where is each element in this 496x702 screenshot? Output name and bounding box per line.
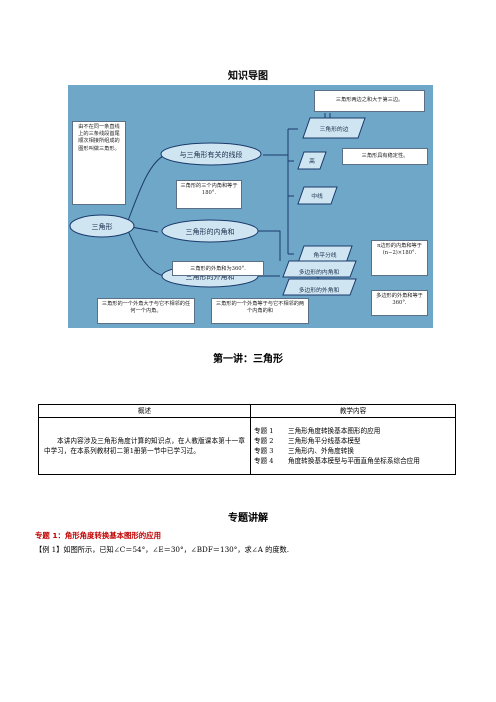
overview-table: 概述 教学内容 本讲内容涉及三角形角度计算的知识点，在人教版课本第十一章中学习，…: [38, 404, 456, 475]
branch-relations-label: 与三角形有关的线段: [180, 150, 243, 159]
node-median-shape: [297, 186, 338, 205]
node-polygon-interior-label: 多边形的内角和: [299, 268, 340, 276]
node-sides-shape: [302, 117, 366, 139]
topic-row: 专题 3 三角形内、外角度转换: [254, 446, 452, 456]
node-median-label: 中线: [311, 192, 323, 200]
topic-title: 三角形角平分线基本模型: [288, 437, 361, 445]
branch-interior-node: [161, 219, 259, 243]
topic-title: 三角形内、外角度转换: [288, 447, 354, 455]
topic-number: 专题 4: [254, 457, 274, 465]
node-polygon-exterior-box: [282, 278, 357, 296]
note-polygon-exterior: 多边形的外角和等于360°.: [371, 290, 428, 316]
topic-row: 专题 1 三角形角度转换基本图形的应用: [254, 426, 452, 436]
node-polygon-interior-box: [282, 260, 357, 278]
example-1-text: 【例 1】如图所示，已知∠C＝54°，∠E＝30°，∠BDF＝130°，求∠A …: [35, 545, 290, 554]
node-bisector-label: 角平分线: [313, 251, 336, 259]
note-polygon-interior: n边形的内角和等于(n−2)×180°.: [371, 240, 428, 276]
topic-1-title: 专题 1：角形角度转换基本图形的应用: [35, 531, 161, 540]
topic-number: 专题 3: [254, 447, 274, 455]
note-exterior-gt: 三角形的一个外角大于与它不相邻的任何一个内角。: [97, 298, 195, 324]
branch-interior-label: 三角形的内角和: [186, 227, 235, 236]
lecture-title: 第一讲：三角形: [213, 354, 283, 365]
branch-relations-node: [160, 142, 262, 166]
node-altitude-shape: [297, 151, 327, 170]
note-exterior-sum: 三角形的外角和为360°.: [172, 261, 264, 276]
note-stability: 三角形具有稳定性。: [342, 148, 428, 165]
note-sides: 三角形两边之和大于第三边。: [314, 90, 425, 112]
knowledge-mindmap: 三角形 与三角形有关的线段 三角形的内角和 三角形的外角和 三角形的边 高 中线…: [68, 85, 433, 328]
topic-row: 专题 2 三角形角平分线基本模型: [254, 436, 452, 446]
node-polygon-exterior-label: 多边形的外角和: [299, 286, 340, 294]
mindmap-diagram: 三角形 与三角形有关的线段 三角形的内角和 三角形的外角和 三角形的边 高 中线…: [69, 113, 366, 296]
branch-exterior-label: 三角形的外角和: [186, 272, 235, 281]
topic-number: 专题 2: [254, 437, 274, 445]
section-heading: 专题讲解: [228, 513, 268, 524]
topic-number: 专题 1: [254, 427, 274, 435]
node-altitude-label: 高: [309, 157, 315, 165]
root-node: [69, 214, 135, 238]
overview-header-left: 概述: [38, 404, 251, 418]
note-interior-sum: 三角形的三个内角和等于180°.: [176, 180, 242, 209]
node-sides-label: 三角形的边: [320, 125, 349, 133]
overview-text: 本讲内容涉及三角形角度计算的知识点，在人教版课本第十一章中学习，在本系列教材初二…: [44, 437, 245, 455]
note-definition: 由不在同一条直线上的三条线段首尾顺次相接所组成的图形叫做三角形。: [72, 121, 126, 205]
root-label: 三角形: [92, 222, 113, 231]
topic-title: 三角形角度转换基本图形的应用: [288, 427, 381, 435]
overview-header-right: 教学内容: [250, 404, 456, 418]
topic-title: 角度转换基本模型与平面直角坐标系综合应用: [288, 457, 420, 465]
topic-row: 专题 4 角度转换基本模型与平面直角坐标系综合应用: [254, 456, 452, 466]
topic-list: 专题 1 三角形角度转换基本图形的应用 专题 2 三角形角平分线基本模型 专题 …: [251, 422, 455, 470]
note-exterior-eq: 三角形的一个外角等于与它不相邻的两个内角的和: [211, 298, 309, 324]
mindmap-title: 知识导图: [228, 71, 268, 82]
